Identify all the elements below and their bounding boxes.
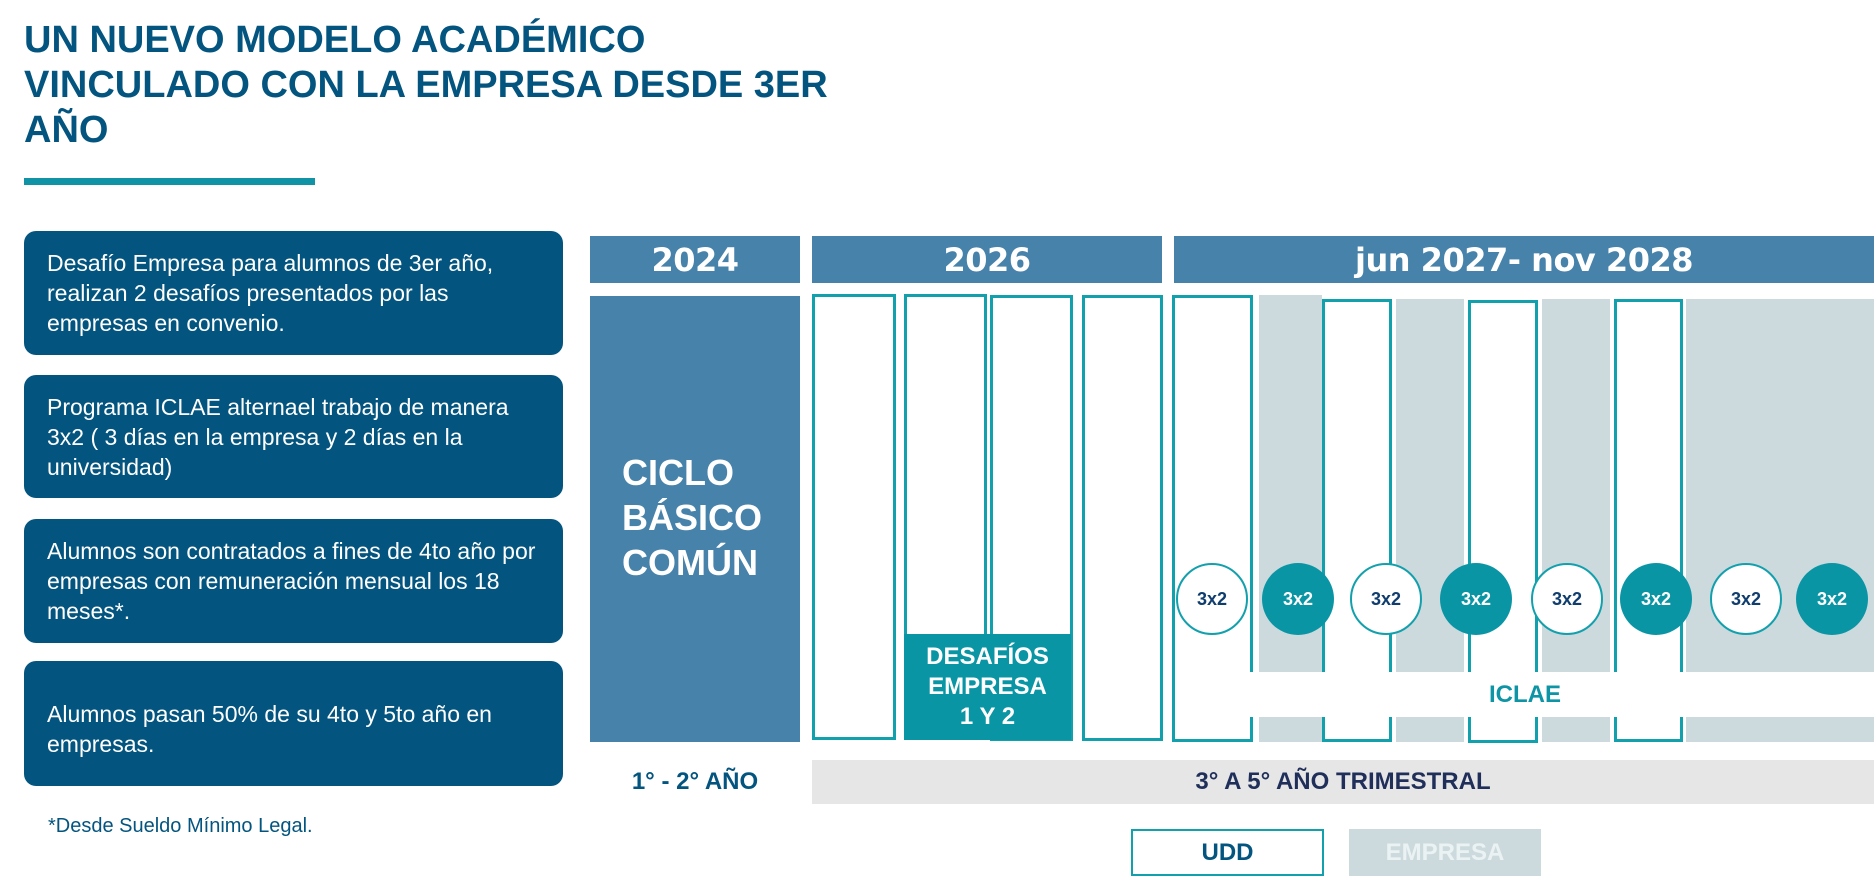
udd-column xyxy=(1172,295,1253,742)
udd-column xyxy=(1614,299,1683,742)
empresa-column xyxy=(1396,299,1464,742)
udd-column xyxy=(1322,299,1392,742)
ciclo-basico-comun-block: CICLO BÁSICO COMÚN xyxy=(590,296,800,742)
udd-column xyxy=(812,294,896,740)
empresa-column xyxy=(1542,299,1610,742)
iclae-label: ICLAE xyxy=(1489,680,1561,708)
title-line-2: VINCULADO CON LA EMPRESA DESDE 3ER xyxy=(24,64,828,106)
udd-column xyxy=(1082,295,1163,741)
3x2-circle-udd: 3x2 xyxy=(1350,563,1422,635)
header-2024: 2024 xyxy=(590,236,800,283)
year-range-label: 1° - 2° AÑO xyxy=(631,768,759,795)
udd-column xyxy=(1468,300,1538,743)
desafios-line-1: DESAFÍOS xyxy=(926,643,1049,670)
info-box-text: Alumnos son contratados a fines de 4to a… xyxy=(47,538,536,624)
cbc-line-1: CICLO xyxy=(622,452,734,493)
page-title: UN NUEVO MODELO ACADÉMICO VINCULADO CON … xyxy=(24,18,844,153)
header-2027-2028: jun 2027- nov 2028 xyxy=(1174,236,1874,283)
info-box-text: Desafío Empresa para alumnos de 3er año,… xyxy=(47,250,494,336)
empresa-column xyxy=(1259,295,1322,742)
legend-empresa: EMPRESA xyxy=(1349,829,1541,876)
iclae-band xyxy=(1250,672,1874,717)
info-box-contratados: Alumnos son contratados a fines de 4to a… xyxy=(24,519,563,643)
info-box-desafio: Desafío Empresa para alumnos de 3er año,… xyxy=(24,231,563,355)
3x2-circle-udd: 3x2 xyxy=(1531,563,1603,635)
desafios-line-2: EMPRESA xyxy=(928,673,1047,700)
legend-udd: UDD xyxy=(1131,829,1324,876)
info-box-50-percent: Alumnos pasan 50% de su 4to y 5to año en… xyxy=(24,661,563,786)
cbc-line-3: COMÚN xyxy=(622,542,758,583)
footnote: *Desde Sueldo Mínimo Legal. xyxy=(48,815,313,837)
cbc-line-2: BÁSICO xyxy=(622,497,763,538)
trimestral-bar: 3° A 5° AÑO TRIMESTRAL xyxy=(812,760,1874,804)
title-line-3: AÑO xyxy=(24,109,109,151)
3x2-circle-empresa: 3x2 xyxy=(1620,563,1692,635)
desafios-empresa-block: DESAFÍOS EMPRESA 1 Y 2 xyxy=(904,634,1071,740)
header-2026: 2026 xyxy=(812,236,1162,283)
3x2-circle-empresa: 3x2 xyxy=(1796,563,1868,635)
3x2-circle-udd: 3x2 xyxy=(1710,563,1782,635)
3x2-circle-empresa: 3x2 xyxy=(1440,563,1512,635)
title-line-1: UN NUEVO MODELO ACADÉMICO xyxy=(24,19,646,61)
info-box-text: Alumnos pasan 50% de su 4to y 5to año en… xyxy=(47,700,492,757)
3x2-circle-udd: 3x2 xyxy=(1176,563,1248,635)
info-box-text: Programa ICLAE alternael trabajo de mane… xyxy=(47,393,509,480)
desafios-line-3: 1 Y 2 xyxy=(959,703,1016,730)
empresa-column xyxy=(1686,299,1874,742)
info-box-iclae: Programa ICLAE alternael trabajo de mane… xyxy=(24,375,563,498)
3x2-circle-empresa: 3x2 xyxy=(1262,563,1334,635)
title-underline xyxy=(24,178,315,185)
